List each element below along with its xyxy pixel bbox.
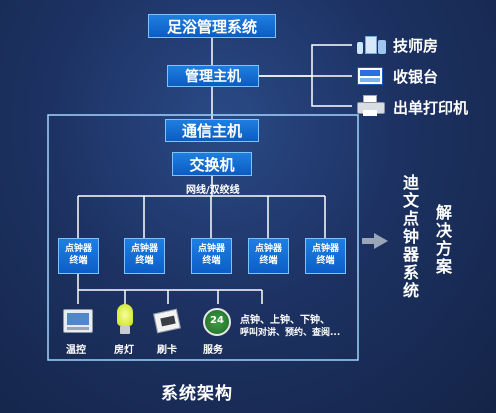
management-host-box: 管理主机 bbox=[167, 65, 259, 87]
device-label-card: 刷卡 bbox=[157, 345, 177, 356]
cashier-icon bbox=[357, 65, 387, 87]
comm-host-box: 通信主机 bbox=[165, 119, 259, 142]
service-24-icon: 24 bbox=[203, 308, 231, 336]
service-badge-text: 24 bbox=[210, 315, 224, 326]
card-reader-icon bbox=[153, 308, 183, 334]
clock-terminal-2: 点钟器 终端 bbox=[124, 238, 165, 274]
system-frame bbox=[47, 114, 359, 361]
clock-terminal-3: 点钟器 终端 bbox=[191, 238, 232, 274]
solution-name: 迪文点钟器系统 bbox=[402, 173, 419, 300]
printer-icon bbox=[357, 95, 387, 117]
thermostat-icon bbox=[63, 309, 93, 333]
peripheral-label-printer: 出单打印机 bbox=[393, 99, 469, 117]
cable-label: 网线/双绞线 bbox=[186, 185, 240, 196]
comm-host-label: 通信主机 bbox=[181, 122, 242, 140]
clock-terminal-1: 点钟器 终端 bbox=[58, 238, 99, 274]
device-label-light: 房灯 bbox=[114, 345, 134, 356]
switch-label: 交换机 bbox=[189, 155, 235, 174]
solution-suffix: 解决方案 bbox=[435, 203, 452, 276]
device-label-service: 服务 bbox=[203, 345, 223, 356]
device-label-thermostat: 温控 bbox=[66, 345, 86, 356]
clock-terminal-4: 点钟器 终端 bbox=[248, 238, 289, 274]
arrow-right-icon bbox=[362, 233, 388, 249]
switch-box: 交换机 bbox=[172, 152, 252, 176]
management-host-label: 管理主机 bbox=[185, 69, 241, 85]
light-bulb-icon bbox=[114, 304, 136, 336]
functions-line-2: 呼叫对讲、预约、查阅... bbox=[240, 328, 341, 338]
functions-line-1: 点钟、上钟、下钟、 bbox=[240, 315, 330, 326]
system-title: 足浴管理系统 bbox=[166, 17, 257, 36]
technician-room-icon bbox=[357, 34, 387, 56]
diagram-caption: 系统架构 bbox=[161, 384, 233, 404]
clock-terminal-5: 点钟器 终端 bbox=[305, 238, 346, 274]
peripheral-label-cashier: 收银台 bbox=[393, 68, 439, 86]
system-title-box: 足浴管理系统 bbox=[148, 14, 276, 38]
peripheral-label-technician: 技师房 bbox=[393, 37, 439, 55]
